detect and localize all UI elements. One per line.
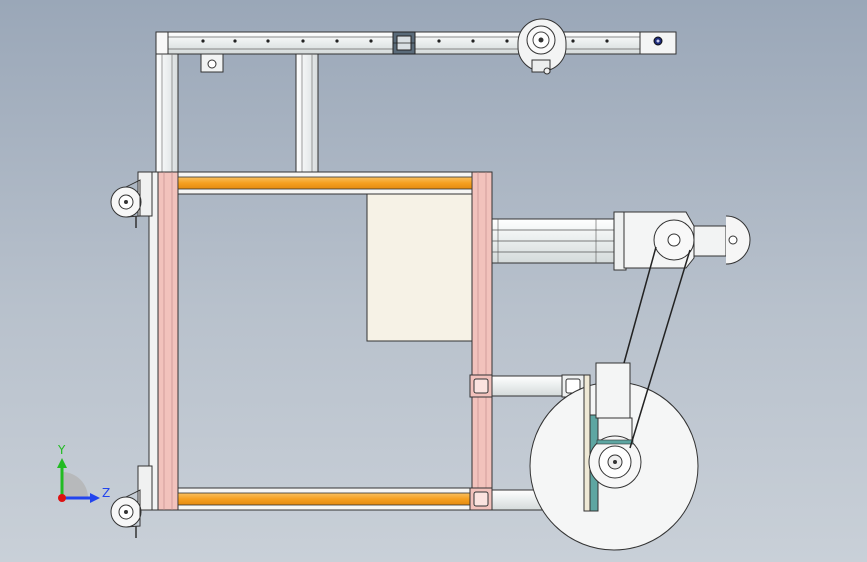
telescopic-arm <box>491 211 627 271</box>
upper-pulley-housing[interactable] <box>623 211 751 269</box>
upper-middle-post <box>295 53 319 173</box>
main-frame <box>148 171 493 511</box>
upper-left-post <box>155 53 179 173</box>
drive-belt <box>623 246 691 449</box>
x-axis-origin <box>58 494 66 502</box>
z-axis-arrow <box>90 493 100 503</box>
axis-triad: Y Z <box>57 443 110 503</box>
rail-clamp-knob[interactable] <box>517 18 567 75</box>
caster-top[interactable] <box>110 171 153 228</box>
z-axis-label: Z <box>102 486 110 500</box>
y-axis-label: Y <box>57 443 66 457</box>
hanging-bracket <box>200 53 224 73</box>
mounting-panel <box>366 193 473 342</box>
rail-bolt-holes <box>201 39 609 43</box>
top-linear-rail <box>155 18 677 75</box>
rail-carriage-block[interactable] <box>392 31 416 55</box>
y-axis-arrow <box>57 458 67 468</box>
caster-bottom[interactable] <box>110 465 153 538</box>
motor-mount <box>583 362 642 512</box>
